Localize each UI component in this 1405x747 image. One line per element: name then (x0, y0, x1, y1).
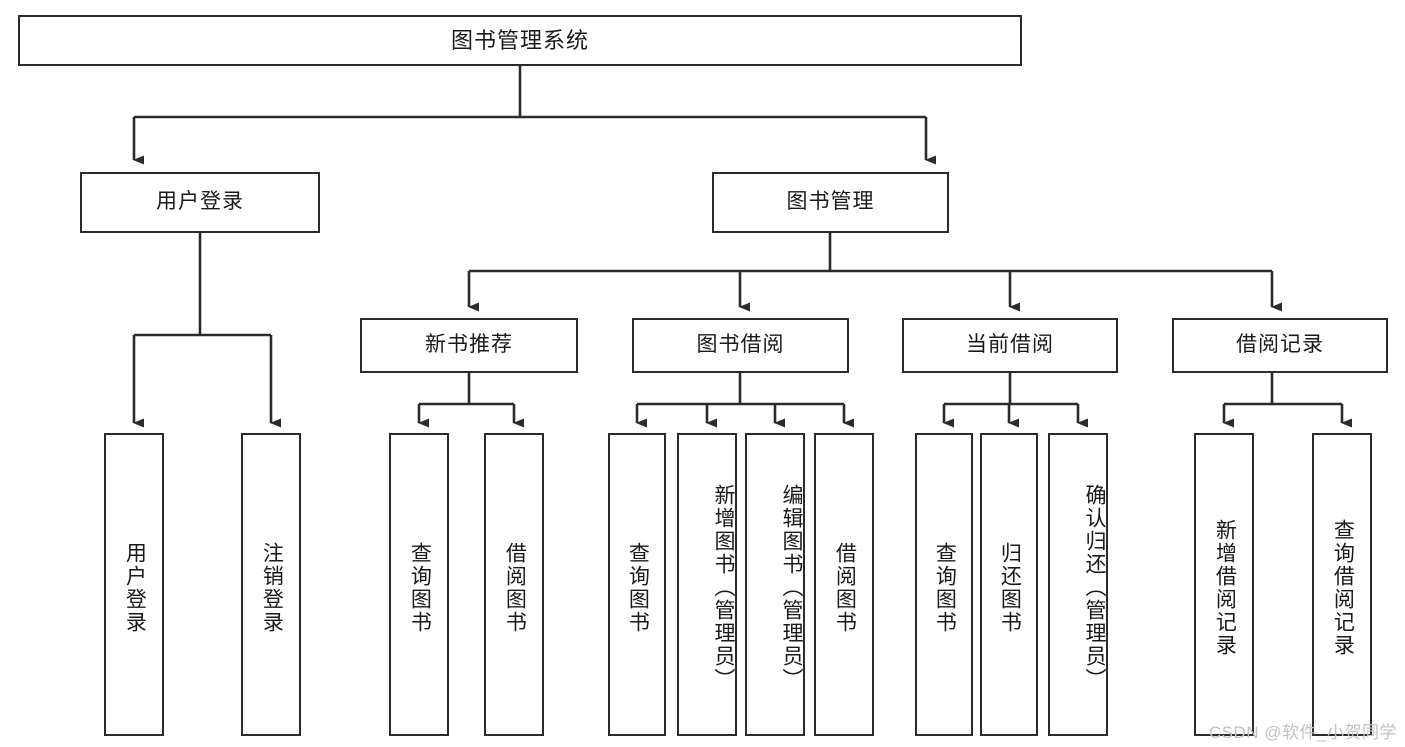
node-label: 编辑图书（管理员） (780, 484, 803, 691)
node-book-management[interactable]: 图书管理 (712, 172, 949, 233)
node-label: 用户登录 (123, 541, 147, 634)
leaf-add-book-admin[interactable]: 新增图书（管理员） (677, 433, 737, 736)
node-label: 新增图书（管理员） (712, 484, 735, 691)
node-label: 查询图书 (408, 541, 432, 634)
watermark-text: CSDN @软件_小贺同学 (1208, 723, 1397, 742)
node-label: 归还图书 (998, 541, 1022, 634)
node-label: 注销登录 (260, 541, 284, 634)
leaf-add-borrow-record[interactable]: 新增借阅记录 (1194, 433, 1254, 736)
node-label: 图书管理系统 (450, 27, 589, 53)
node-label: 查询借阅记录 (1331, 518, 1355, 657)
node-label: 确认归还（管理员） (1083, 484, 1106, 691)
leaf-user-login[interactable]: 用户登录 (104, 433, 164, 736)
node-label: 新书推荐 (425, 333, 513, 357)
leaf-return-book[interactable]: 归还图书 (980, 433, 1038, 736)
leaf-query-book-current[interactable]: 查询图书 (915, 433, 973, 736)
leaf-query-book-borrow[interactable]: 查询图书 (608, 433, 666, 736)
node-label: 图书管理 (786, 190, 875, 214)
node-label: 查询图书 (626, 541, 650, 634)
node-label: 用户登录 (156, 190, 244, 214)
leaf-confirm-return-admin[interactable]: 确认归还（管理员） (1048, 433, 1108, 736)
node-label: 查询图书 (933, 541, 957, 634)
node-label: 当前借阅 (966, 333, 1054, 357)
leaf-borrow-book-recommend[interactable]: 借阅图书 (484, 433, 544, 736)
node-label: 借阅记录 (1236, 333, 1324, 357)
leaf-query-book-recommend[interactable]: 查询图书 (389, 433, 449, 736)
leaf-borrow-book[interactable]: 借阅图书 (814, 433, 874, 736)
node-new-book-recommend[interactable]: 新书推荐 (360, 318, 578, 373)
node-label: 借阅图书 (503, 541, 527, 634)
leaf-query-borrow-record[interactable]: 查询借阅记录 (1312, 433, 1372, 736)
node-borrow-record[interactable]: 借阅记录 (1172, 318, 1388, 373)
leaf-user-logout[interactable]: 注销登录 (241, 433, 301, 736)
leaf-edit-book-admin[interactable]: 编辑图书（管理员） (745, 433, 805, 736)
node-user-login[interactable]: 用户登录 (80, 172, 320, 233)
node-book-borrow[interactable]: 图书借阅 (632, 318, 849, 373)
node-current-borrow[interactable]: 当前借阅 (902, 318, 1118, 373)
node-label: 图书借阅 (696, 333, 785, 357)
node-root-system[interactable]: 图书管理系统 (18, 15, 1022, 66)
node-label: 借阅图书 (833, 541, 857, 634)
node-label: 新增借阅记录 (1213, 518, 1237, 657)
